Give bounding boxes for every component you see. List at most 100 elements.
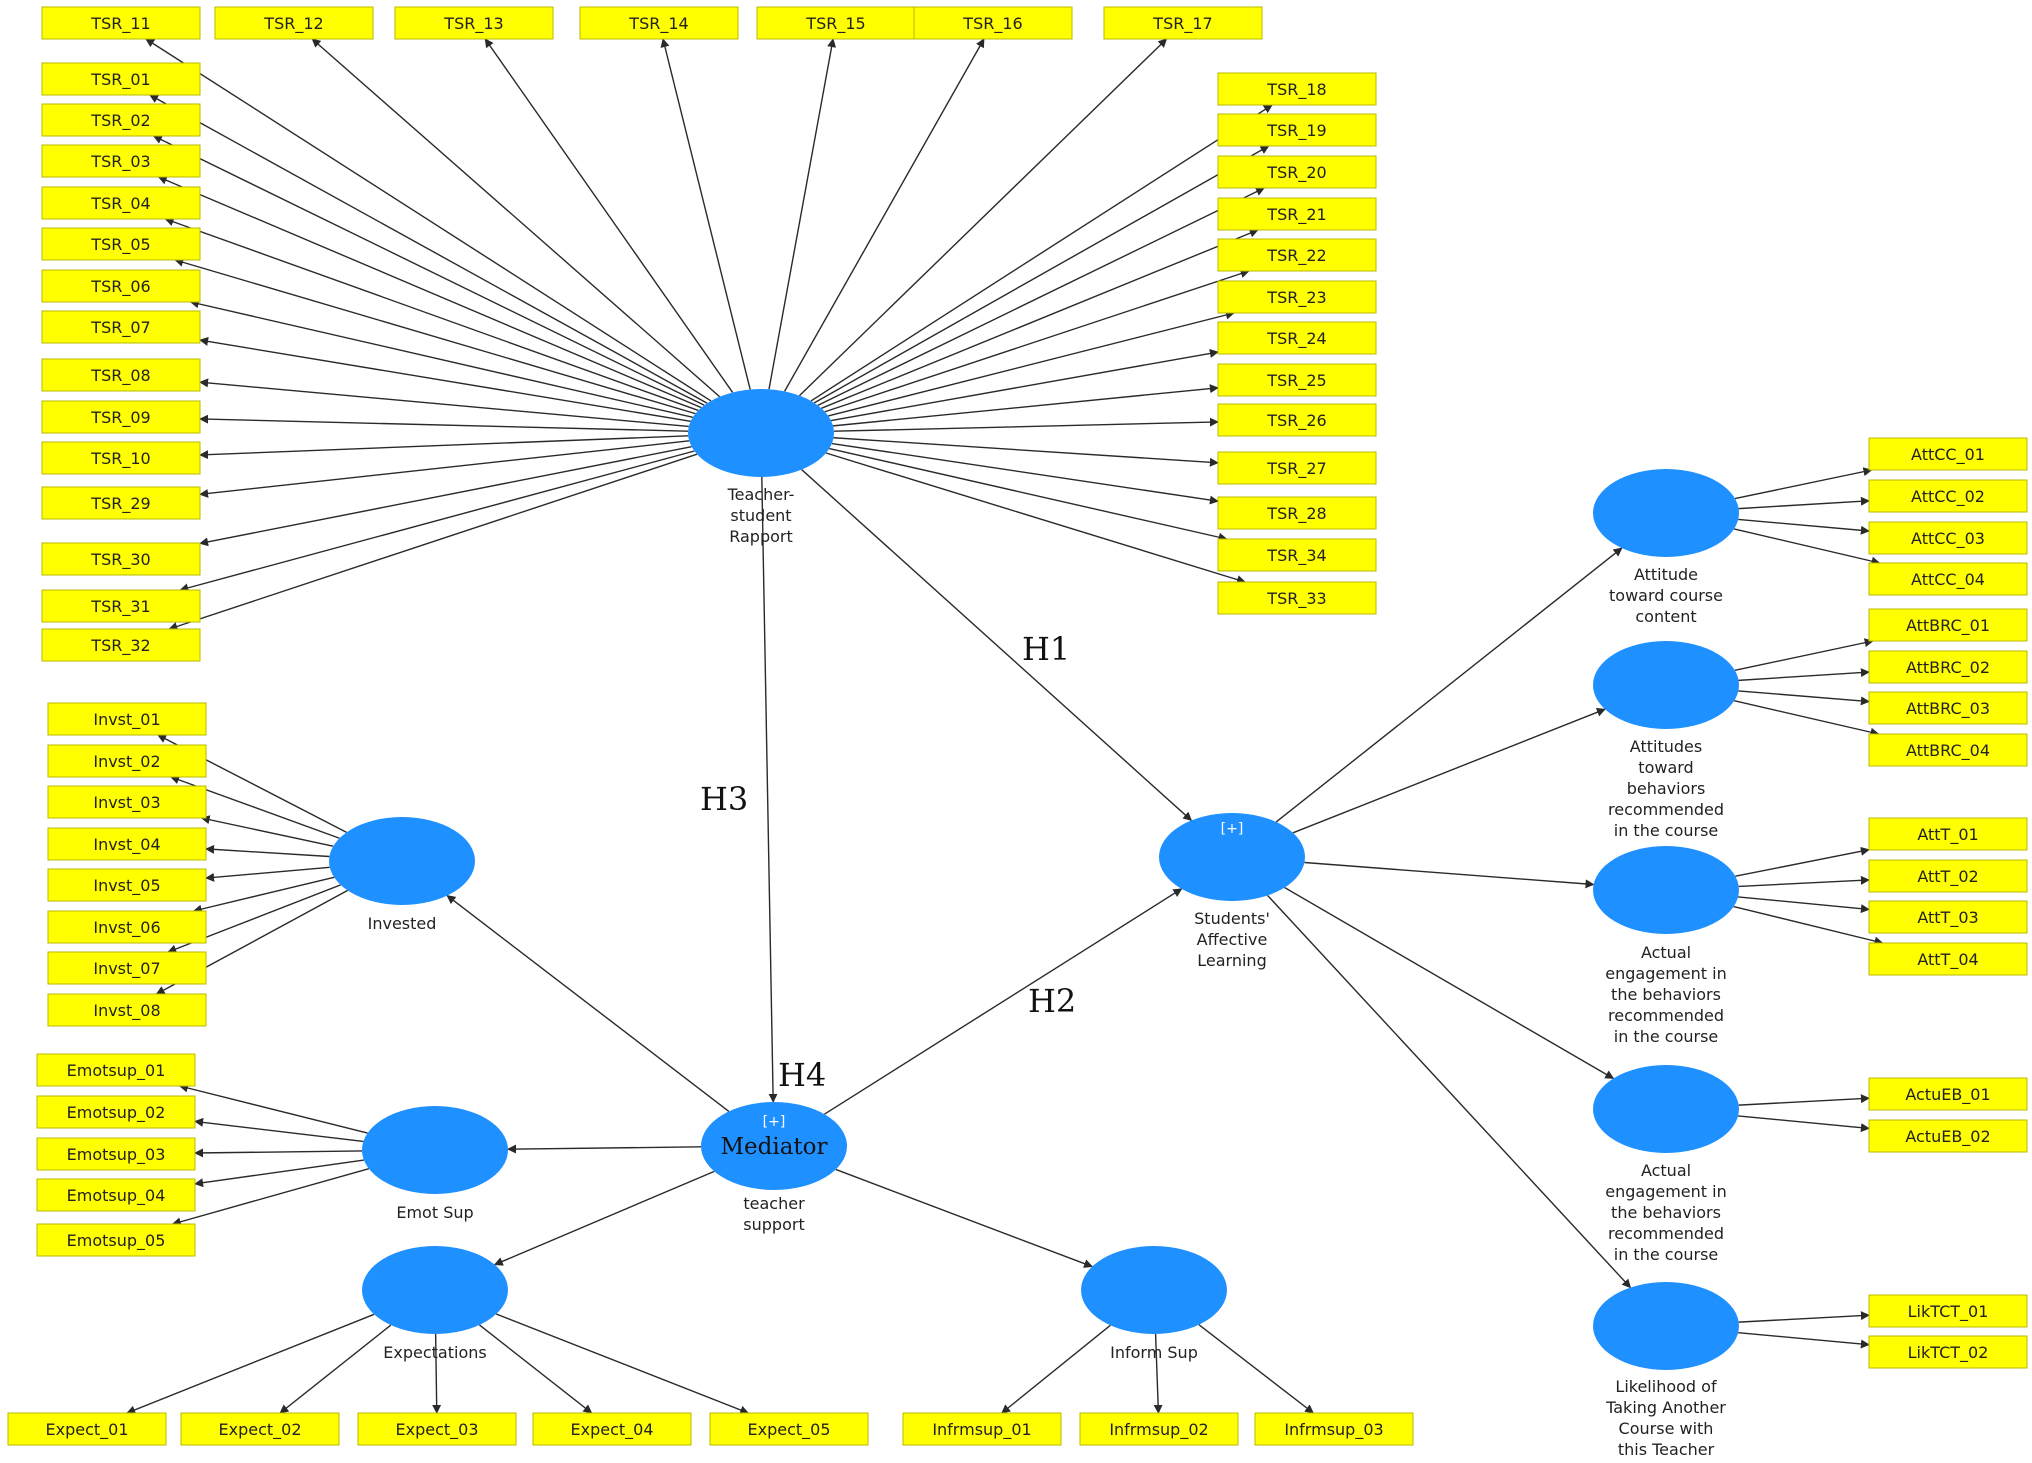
indicator-tsr_30[interactable]: TSR_30 [41, 542, 201, 576]
indicator-attbrc_02[interactable]: AttBRC_02 [1868, 650, 2028, 684]
indicator-tsr_29[interactable]: TSR_29 [41, 486, 201, 520]
indicator-box [47, 868, 207, 902]
indicator-invst_01[interactable]: Invst_01 [47, 702, 207, 736]
indicator-tsr_28[interactable]: TSR_28 [1217, 496, 1377, 530]
indicator-emotsup_03[interactable]: Emotsup_03 [36, 1137, 196, 1171]
indicator-expect_02[interactable]: Expect_02 [180, 1412, 340, 1446]
indicator-label: Emotsup_02 [67, 1103, 166, 1123]
indicator-tsr_34[interactable]: TSR_34 [1217, 538, 1377, 572]
indicator-expect_04[interactable]: Expect_04 [532, 1412, 692, 1446]
indicator-attcc_03[interactable]: AttCC_03 [1868, 521, 2028, 555]
indicator-emotsup_05[interactable]: Emotsup_05 [36, 1223, 196, 1257]
indicator-tsr_20[interactable]: TSR_20 [1217, 155, 1377, 189]
indicator-tsr_07[interactable]: TSR_07 [41, 310, 201, 344]
indicator-tsr_19[interactable]: TSR_19 [1217, 113, 1377, 147]
indicator-attt_02[interactable]: AttT_02 [1868, 859, 2028, 893]
indicator-invst_04[interactable]: Invst_04 [47, 827, 207, 861]
indicator-tsr_11[interactable]: TSR_11 [41, 6, 201, 40]
indicator-tsr_06[interactable]: TSR_06 [41, 269, 201, 303]
indicator-infrmsup_02[interactable]: Infrmsup_02 [1079, 1412, 1239, 1446]
indicator-attbrc_01[interactable]: AttBRC_01 [1868, 608, 2028, 642]
latent-exp[interactable]: Expectations [362, 1246, 508, 1362]
indicator-emotsup_04[interactable]: Emotsup_04 [36, 1178, 196, 1212]
indicator-expect_01[interactable]: Expect_01 [7, 1412, 167, 1446]
indicator-expect_05[interactable]: Expect_05 [709, 1412, 869, 1446]
indicator-invst_05[interactable]: Invst_05 [47, 868, 207, 902]
indicator-attt_04[interactable]: AttT_04 [1868, 942, 2028, 976]
indicator-tsr_08[interactable]: TSR_08 [41, 358, 201, 392]
indicator-label: Invst_06 [93, 918, 160, 938]
indicator-attcc_02[interactable]: AttCC_02 [1868, 479, 2028, 513]
indicator-tsr_26[interactable]: TSR_26 [1217, 403, 1377, 437]
indicator-attcc_04[interactable]: AttCC_04 [1868, 562, 2028, 596]
expand-badge-icon[interactable]: [+] [1221, 821, 1244, 837]
indicator-arrow-emotsup_01 [178, 1083, 368, 1134]
indicator-arrow-tsr_12 [311, 38, 721, 398]
indicator-invst_08[interactable]: Invst_08 [47, 993, 207, 1027]
indicator-infrmsup_03[interactable]: Infrmsup_03 [1254, 1412, 1414, 1446]
indicator-emotsup_01[interactable]: Emotsup_01 [36, 1053, 196, 1087]
indicator-actueb_01[interactable]: ActuEB_01 [1868, 1077, 2028, 1111]
latent-label-line: toward [1638, 758, 1693, 777]
indicator-box [1868, 1077, 2028, 1111]
indicator-tsr_25[interactable]: TSR_25 [1217, 363, 1377, 397]
indicator-tsr_33[interactable]: TSR_33 [1217, 581, 1377, 615]
indicator-tsr_13[interactable]: TSR_13 [394, 6, 554, 40]
indicator-tsr_32[interactable]: TSR_32 [41, 628, 201, 662]
indicator-invst_02[interactable]: Invst_02 [47, 744, 207, 778]
indicator-actueb_02[interactable]: ActuEB_02 [1868, 1119, 2028, 1153]
indicator-infrmsup_01[interactable]: Infrmsup_01 [902, 1412, 1062, 1446]
indicator-tsr_04[interactable]: TSR_04 [41, 186, 201, 220]
structural-path-med-to-inv [446, 895, 730, 1112]
indicator-tsr_17[interactable]: TSR_17 [1103, 6, 1263, 40]
indicator-tsr_22[interactable]: TSR_22 [1217, 238, 1377, 272]
indicator-tsr_14[interactable]: TSR_14 [579, 6, 739, 40]
indicator-tsr_01[interactable]: TSR_01 [41, 62, 201, 96]
indicator-expect_03[interactable]: Expect_03 [357, 1412, 517, 1446]
latent-inf[interactable]: Inform Sup [1081, 1246, 1227, 1362]
latent-label-line: Affective [1197, 930, 1268, 949]
indicator-invst_06[interactable]: Invst_06 [47, 910, 207, 944]
indicator-tsr_10[interactable]: TSR_10 [41, 441, 201, 475]
indicator-arrow-tsr_13 [484, 38, 734, 393]
indicator-box [1217, 72, 1377, 106]
expand-badge-icon[interactable]: [+] [763, 1114, 786, 1130]
indicator-tsr_27[interactable]: TSR_27 [1217, 451, 1377, 485]
indicator-tsr_02[interactable]: TSR_02 [41, 103, 201, 137]
indicator-tsr_23[interactable]: TSR_23 [1217, 280, 1377, 314]
indicator-tsr_15[interactable]: TSR_15 [756, 6, 916, 40]
indicator-attt_03[interactable]: AttT_03 [1868, 900, 2028, 934]
indicator-tsr_03[interactable]: TSR_03 [41, 144, 201, 178]
indicator-tsr_18[interactable]: TSR_18 [1217, 72, 1377, 106]
latent-emo[interactable]: Emot Sup [362, 1106, 508, 1222]
indicator-invst_07[interactable]: Invst_07 [47, 951, 207, 985]
indicator-arrow-expect_05 [495, 1313, 750, 1415]
indicator-invst_03[interactable]: Invst_03 [47, 785, 207, 819]
indicator-tsr_21[interactable]: TSR_21 [1217, 197, 1377, 231]
indicator-label: TSR_25 [1266, 371, 1326, 391]
indicator-attbrc_03[interactable]: AttBRC_03 [1868, 691, 2028, 725]
indicator-tsr_05[interactable]: TSR_05 [41, 227, 201, 261]
indicator-arrow-tsr_27 [833, 437, 1219, 467]
indicator-attbrc_04[interactable]: AttBRC_04 [1868, 733, 2028, 767]
indicator-tsr_12[interactable]: TSR_12 [214, 6, 374, 40]
indicator-arrow-attbrc_02 [1738, 668, 1870, 682]
indicator-emotsup_02[interactable]: Emotsup_02 [36, 1095, 196, 1129]
indicator-tsr_09[interactable]: TSR_09 [41, 400, 201, 434]
indicator-liktct_02[interactable]: LikTCT_02 [1868, 1335, 2028, 1369]
indicator-liktct_01[interactable]: LikTCT_01 [1868, 1294, 2028, 1328]
indicator-attt_01[interactable]: AttT_01 [1868, 817, 2028, 851]
latent-inv[interactable]: Invested [329, 817, 475, 933]
indicator-tsr_24[interactable]: TSR_24 [1217, 321, 1377, 355]
indicator-attcc_01[interactable]: AttCC_01 [1868, 437, 2028, 471]
indicator-tsr_16[interactable]: TSR_16 [913, 6, 1073, 40]
indicator-tsr_31[interactable]: TSR_31 [41, 589, 201, 623]
